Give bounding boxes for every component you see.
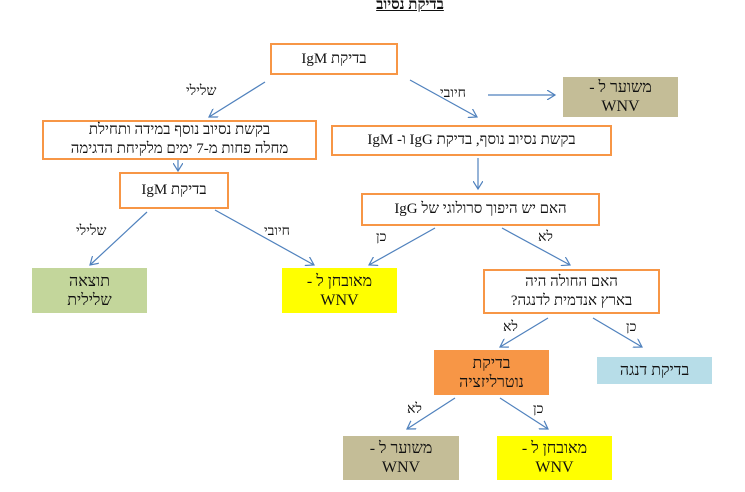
node-text: בקשת נסיוב נוסף, בדיקת IgG ו- IgM: [367, 132, 576, 148]
node-diagnosed-wnv-bottom: מאובחן ל - WNV: [497, 436, 612, 480]
node-igm-test: בדיקת IgM: [270, 43, 398, 75]
arrow-igm-negative: [209, 81, 266, 117]
node-text: האם החולה היה: [525, 273, 618, 290]
edge-label-yes: כן: [533, 402, 544, 417]
node-text: מאובחן ל -: [306, 272, 373, 290]
edge-label-negative: שלילי: [76, 224, 107, 239]
arrow-neut-no: [407, 397, 456, 429]
node-text: בדיקת IgM: [301, 50, 367, 67]
node-text: בארץ אנדמית לדנגה?: [510, 292, 633, 309]
arrow-igm2-positive: [214, 209, 314, 265]
edge-label-yes: כן: [376, 230, 387, 245]
node-igg-seroconversion: האם יש היפוך סרולוגי של IgG: [361, 193, 600, 226]
node-suspected-wnv-bottom: משוער ל - WNV: [343, 436, 459, 480]
node-text: נוטרליזציה: [459, 373, 524, 391]
arrow-endemic-yes: [592, 317, 642, 347]
arrow-igm-positive: [409, 79, 477, 117]
node-neutralization: בדיקת נוטרליזציה: [434, 350, 549, 395]
arrow-igg-no: [501, 227, 570, 265]
node-igm-test-2: בדיקת IgM: [119, 172, 229, 209]
edge-label-yes: כן: [626, 320, 637, 335]
node-negative-result: תוצאה שלילית: [32, 268, 147, 313]
node-text: תוצאה: [68, 272, 111, 290]
node-repeat-igg-igm: בקשת נסיוב נוסף, בדיקת IgG ו- IgM: [331, 125, 612, 156]
edge-label-no: לא: [503, 320, 518, 335]
node-text: משוער ל -: [589, 79, 652, 96]
edge-label-negative: שלילי: [186, 84, 217, 99]
arrow-igm2-negative: [90, 211, 148, 265]
node-text: בדיקת: [472, 354, 511, 372]
node-repeat-sample: בקשת נסיוב נוסף במידה ותחילת מחלה פחות מ…: [42, 120, 317, 160]
node-text: מאובחן ל -: [521, 440, 588, 457]
node-text: WNV: [535, 459, 574, 476]
node-text: בדיקת IgM: [141, 182, 207, 198]
edge-label-no: לא: [407, 402, 422, 417]
node-text: משוער ל -: [369, 440, 433, 457]
arrow-igg-yes: [369, 227, 436, 265]
chart-title: בדיקת נסיוב: [376, 0, 444, 13]
node-text: WNV: [381, 459, 421, 476]
edge-label-positive: חיובי: [264, 224, 290, 239]
node-text: בדיקת דנגה: [619, 362, 690, 379]
node-suspected-wnv-top: משוער ל - WNV: [563, 77, 678, 117]
edge-label-no: לא: [538, 230, 553, 245]
node-text: שלילית: [67, 291, 112, 309]
node-dengue-endemic: האם החולה היה בארץ אנדמית לדנגה?: [483, 269, 660, 314]
node-dengue-test: בדיקת דנגה: [597, 357, 712, 384]
node-text: WNV: [320, 291, 359, 309]
node-diagnosed-wnv-mid: מאובחן ל - WNV: [282, 268, 397, 313]
edge-label-positive: חיובי: [440, 86, 466, 101]
node-text: WNV: [601, 98, 640, 115]
arrow-endemic-no: [500, 317, 549, 347]
node-text: בקשת נסיוב נוסף במידה ותחילת: [88, 122, 271, 138]
node-text: מחלה פחות מ-7 ימים מלקיחת הדגימה: [70, 141, 289, 157]
arrow-neut-yes: [499, 397, 548, 429]
node-text: האם יש היפוך סרולוגי של IgG: [394, 201, 567, 217]
